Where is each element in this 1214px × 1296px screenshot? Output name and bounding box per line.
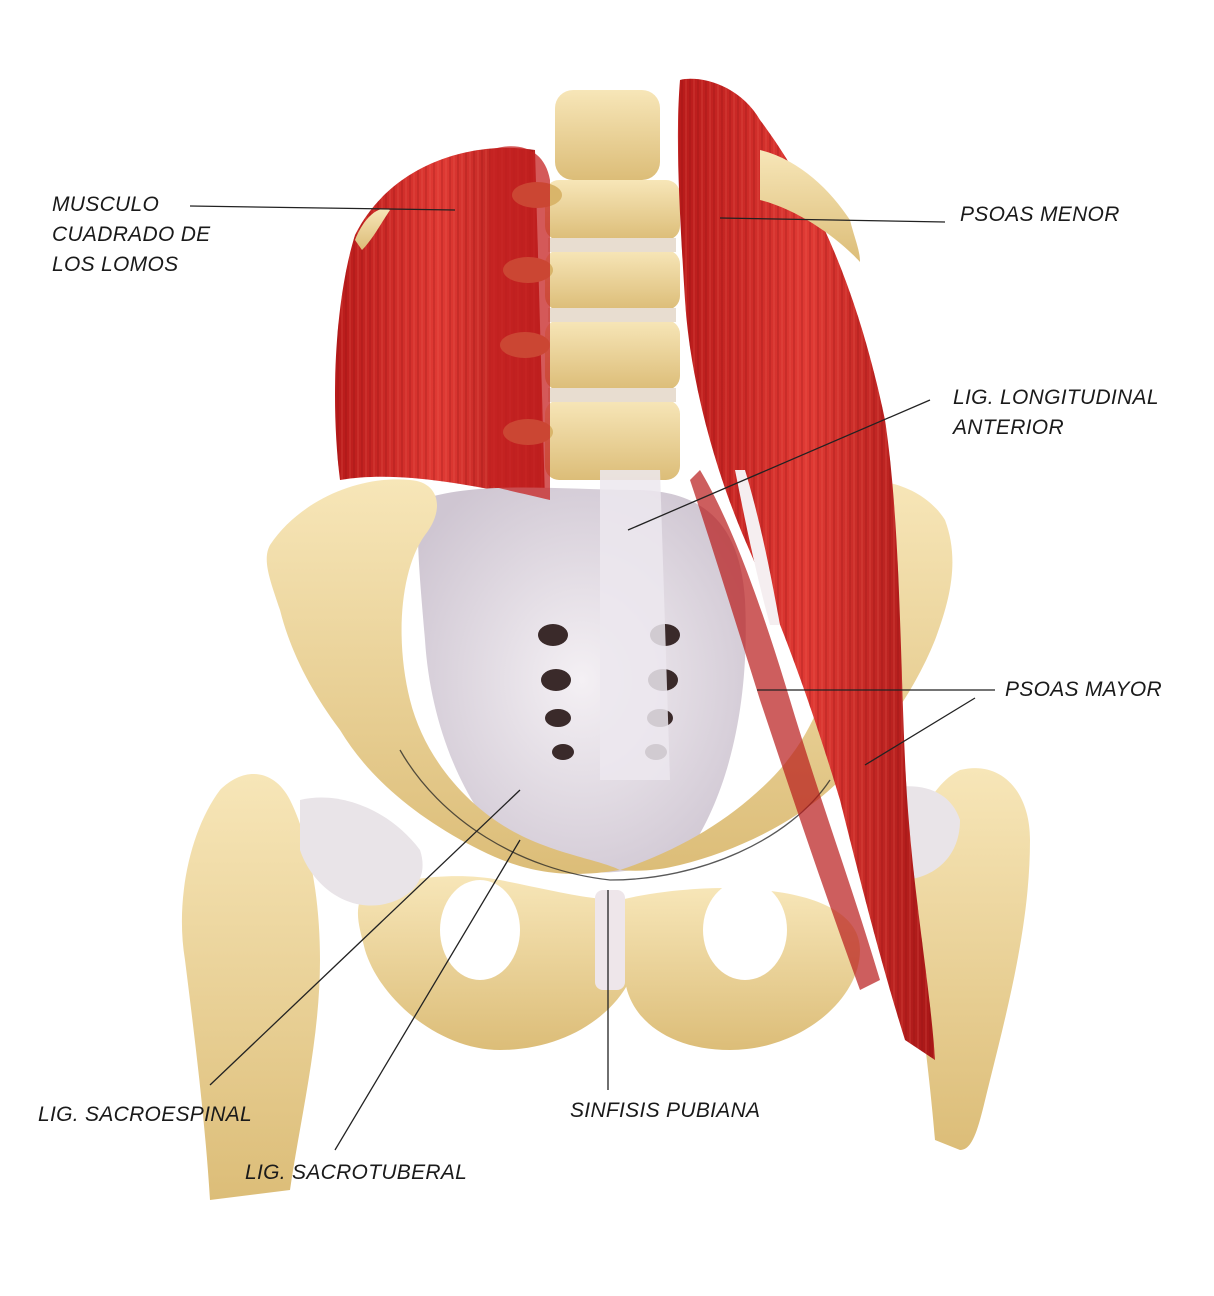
label-psoas-mayor: PSOAS MAYOR — [1005, 678, 1162, 701]
leader-lines — [189, 205, 995, 1151]
pelvic-brim — [399, 749, 831, 881]
label-lig-sacroespinal: LIG. SACROESPINAL — [38, 1103, 253, 1126]
left-psoas-fibers — [488, 146, 550, 500]
left-hip-bone — [181, 479, 630, 1200]
label-line-1: MUSCULO — [52, 193, 160, 216]
rib-tip — [355, 208, 390, 250]
pubic-symphysis — [595, 890, 625, 990]
label-psoas-menor: PSOAS MENOR — [960, 203, 1120, 226]
label-sinfisis-pubiana: SINFISIS PUBIANA — [570, 1099, 761, 1122]
label-line-3: LOS LOMOS — [52, 253, 179, 276]
label-line-2: CUADRADO DE — [52, 223, 211, 246]
label-musculo-cuadrado: MUSCULO CUADRADO DE LOS LOMOS — [52, 190, 210, 280]
psoas-muscles — [677, 78, 935, 1060]
label-line-1: LIG. LONGITUDINAL — [953, 386, 1159, 409]
label-lig-longitudinal: LIG. LONGITUDINAL ANTERIOR — [953, 383, 1159, 443]
label-line-2: ANTERIOR — [953, 416, 1064, 439]
label-lig-sacrotuberal: LIG. SACROTUBERAL — [245, 1161, 468, 1184]
